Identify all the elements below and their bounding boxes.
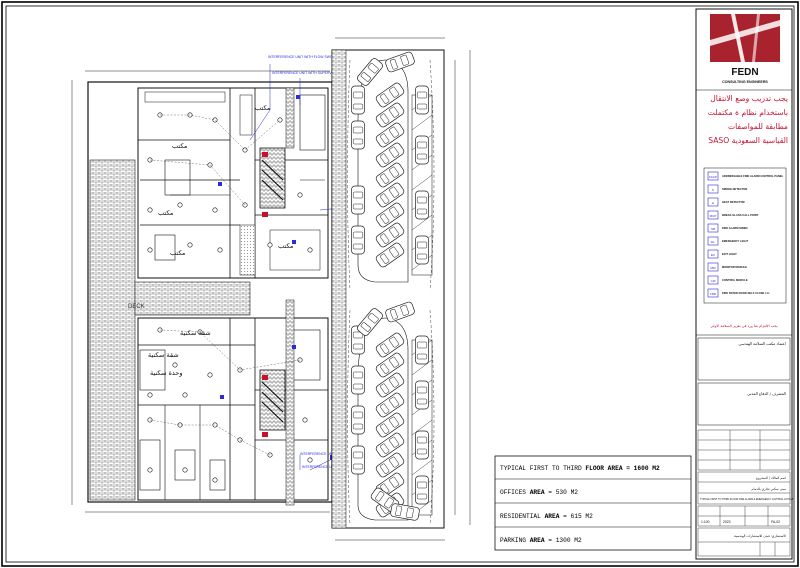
legend-label-7: MONITOR MODULE — [722, 265, 747, 269]
legend-symbol-text-8: CM — [711, 279, 716, 283]
car-38 — [415, 430, 429, 460]
car-0 — [351, 85, 365, 115]
legend-label-4: FIRE ALARM SIREN — [722, 226, 747, 230]
car-7 — [351, 445, 365, 475]
room-label-apt-1: شقة سكنية — [180, 329, 211, 337]
legend-symbol-text-4: SB — [711, 227, 715, 231]
car-35 — [415, 235, 429, 265]
car-36 — [415, 335, 429, 365]
legend-symbol-text-9: FRD — [710, 292, 717, 296]
title-block: FEDN CONSULTING ENGINEERS يجب تدريب وصع … — [695, 8, 794, 560]
car-37 — [415, 380, 429, 410]
legend-symbol-text-3: MCP — [710, 214, 717, 218]
room-label-office-1: مكتب — [255, 104, 270, 112]
area-row-3-label: PARKING — [500, 537, 530, 544]
sheet-no: FA-02 — [771, 520, 780, 524]
svg-text:RESIDENTIAL AREA = 615 M2: RESIDENTIAL AREA = 615 M2 — [500, 513, 593, 520]
owner-label: اسم المالك / المشروع — [756, 476, 786, 480]
legend-symbol-9 — [707, 288, 719, 298]
area-row-2-bold: AREA — [545, 513, 560, 520]
consultant-label: الاستشاري: فيدن للاستشارات الهندسية — [734, 534, 786, 538]
legend-label-0: ADDRESSABLE FIRE ALARM CONTROL PANEL — [722, 174, 784, 178]
logo-text: FEDN — [731, 67, 758, 78]
legend-symbol-4 — [707, 223, 719, 233]
legend-symbol-8 — [707, 275, 719, 285]
legend-symbol-text-0: FACP — [709, 175, 717, 179]
area-row-1-label: OFFICES — [500, 489, 530, 496]
legend-label-3: BREAK GLASS CALL POINT — [722, 213, 759, 217]
area-row-2-label: RESIDENTIAL — [500, 513, 545, 520]
car-3 — [351, 225, 365, 255]
legend-symbol-2 — [707, 197, 719, 207]
legend-label-8: CONTROL MODULE — [722, 278, 748, 282]
room-label-apt-2: شقة سكنية — [148, 351, 179, 359]
legend-symbol-0 — [707, 171, 719, 181]
area-row-0-bold: FLOOR AREA — [585, 465, 622, 472]
legend-label-9: FIRE RATED DOOR SELF CLOSE 1 H — [722, 291, 769, 295]
project-line: مبنى سكني تجاري بالدمام — [752, 487, 787, 492]
fedn-logo: FEDN CONSULTING ENGINEERS — [710, 14, 780, 84]
car-33 — [415, 135, 429, 165]
room-label-office-2: مكتب — [172, 142, 187, 150]
legend-symbol-3 — [707, 210, 719, 220]
legend-symbol-text-7: MM — [711, 266, 716, 270]
legend-label-2: HEAT DETECTOR — [722, 200, 745, 204]
legend-symbol-text-2: H — [712, 201, 714, 205]
box-label-1: اعتماد مكتب السلامة الهندسي — [738, 341, 786, 346]
deck-label: DECK — [128, 304, 145, 310]
area-table: TYPICAL FIRST TO THIRD FLOOR AREA = 1600… — [494, 455, 692, 551]
car-6 — [351, 405, 365, 435]
drawing-title: TYPICAL FIRST TO THIRD FLOOR FIRE ALARM … — [700, 498, 794, 501]
car-2 — [351, 185, 365, 215]
area-row-0-label: TYPICAL FIRST TO THIRD — [500, 465, 585, 472]
deck-area — [89, 159, 136, 501]
svg-text:OFFICES AREA = 530 M2: OFFICES AREA = 530 M2 — [500, 489, 578, 496]
legend-label-1: SMOKE DETECTOR — [722, 187, 747, 191]
red-note: يجب تدريب وصع الانتقال باستخدام نظام ة م… — [707, 94, 788, 145]
legend-symbol-5 — [707, 236, 719, 246]
red-note-2: يجب الالتزام بما ورد في تقرير السلامة ال… — [710, 324, 777, 329]
legend-symbol-text-6: EX — [711, 253, 715, 257]
svg-text:PARKING AREA = 1300 M2: PARKING AREA = 1300 M2 — [500, 537, 582, 544]
scale-label: 1:100 — [701, 520, 710, 524]
legend-label-6: EXIT LIGHT — [722, 252, 737, 256]
room-label-office-5: مكتب — [170, 249, 185, 257]
car-32 — [415, 85, 429, 115]
room-label-office-3: مكتب — [158, 209, 173, 217]
floor-plan: DECK — [71, 37, 471, 541]
legend-symbol-text-5: EL — [711, 240, 715, 244]
note-interference-1: INTERFERENCE UNIT WITH FLOW SWITCH — [268, 55, 338, 59]
svg-text:TYPICAL FIRST TO THIRD FLOOR A: TYPICAL FIRST TO THIRD FLOOR AREA = 1600… — [500, 465, 660, 472]
note-interference-2: INTERFERENCE UNIT WITH SUPERVISORY SWITC… — [272, 71, 357, 75]
legend-label-5: EMERGENCY LIGHT — [722, 239, 748, 243]
room-label-office-4: مكتب — [278, 242, 293, 250]
car-5 — [351, 365, 365, 395]
car-1 — [351, 120, 365, 150]
legend-symbol-1 — [707, 184, 719, 194]
logo-subtitle: CONSULTING ENGINEERS — [722, 80, 768, 84]
car-34 — [415, 190, 429, 220]
room-label-apt-3: وحدة سكنية — [150, 369, 182, 377]
area-row-1-value: = 530 M2 — [545, 489, 579, 496]
area-row-0-value: = 1600 M2 — [623, 465, 660, 472]
area-row-2-value: = 615 M2 — [559, 513, 593, 520]
area-row-1-bold: AREA — [530, 489, 545, 496]
legend-symbol-6 — [707, 249, 719, 259]
legend-symbol-text-1: S — [712, 188, 714, 192]
legend: FACP ADDRESSABLE FIRE ALARM CONTROL PANEL… — [703, 167, 787, 304]
date-label: 2023 — [723, 520, 731, 524]
box-label-2: المشرف / الدفاع المدني — [747, 391, 786, 396]
car-39 — [415, 475, 429, 505]
area-row-3-value: = 1300 M2 — [545, 537, 582, 544]
area-row-3-bold: AREA — [530, 537, 545, 544]
legend-symbol-7 — [707, 262, 719, 272]
